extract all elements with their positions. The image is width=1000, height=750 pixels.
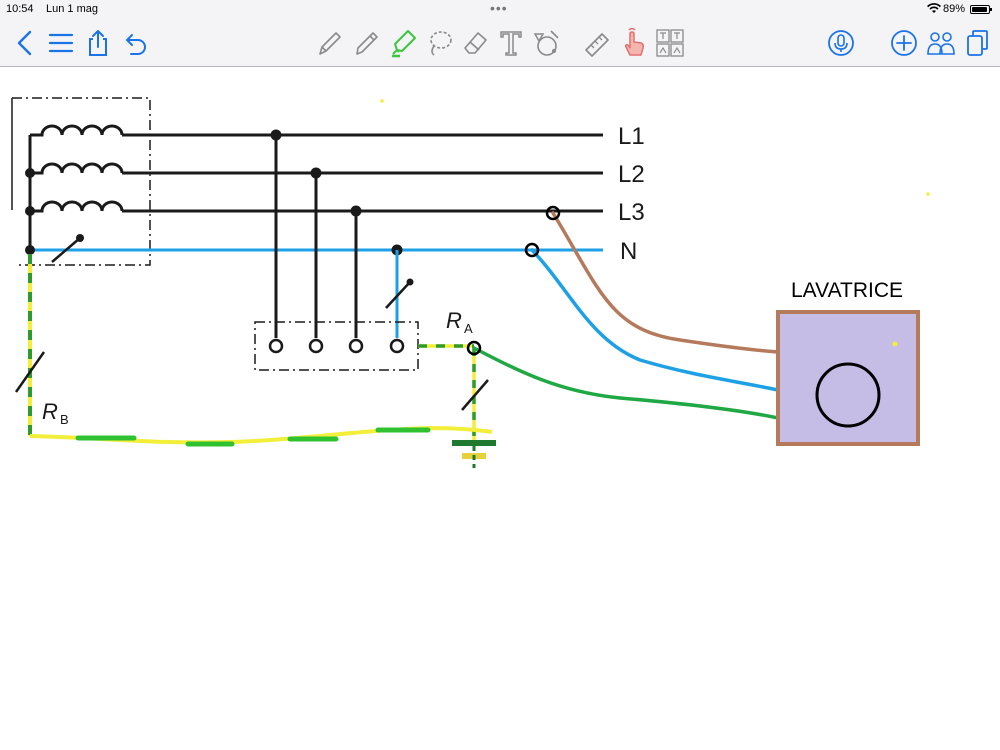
resistor-rb-subscript: B: [60, 412, 69, 427]
earth-tap-circle: [466, 340, 482, 356]
toolbar: [0, 20, 1000, 67]
status-bar: 10:54 Lun 1 mag ••• 89%: [0, 0, 1000, 20]
l3-tap-circle: [545, 205, 561, 221]
hand-drawn-earth-green: [75, 427, 431, 447]
appliance-label: LAVATRICE: [791, 279, 903, 302]
blue-wire: [530, 248, 780, 392]
washing-machine-box: [776, 310, 920, 446]
note-canvas[interactable]: L1 L2 L3 N R A R B LAVATRICE: [0, 67, 1000, 750]
n-tap-circle: [524, 242, 540, 258]
resistor-ra-letter: R: [446, 308, 462, 333]
wifi-icon: [927, 3, 941, 17]
green-wire: [472, 346, 780, 420]
hand-icon[interactable]: [617, 26, 651, 60]
pencil-icon[interactable]: [349, 26, 383, 60]
share-icon[interactable]: [81, 26, 115, 60]
status-time: 10:54: [6, 3, 34, 15]
back-icon[interactable]: [8, 26, 42, 60]
shapes-icon[interactable]: [529, 26, 563, 60]
star-switch-dot: [76, 234, 84, 242]
neutral-switch-dot: [406, 278, 414, 286]
label-l1: L1: [618, 123, 645, 150]
washing-machine-drum: [815, 362, 881, 428]
pen-icon[interactable]: [312, 26, 346, 60]
wiring-diagram: L1 L2 L3 N R A R B LAVATRICE: [11, 97, 930, 468]
list-icon[interactable]: [44, 26, 78, 60]
battery-percent: 89%: [943, 3, 966, 15]
collaborate-icon[interactable]: [924, 26, 958, 60]
microphone-icon[interactable]: [824, 26, 858, 60]
stray-mark: [926, 192, 930, 196]
battery-icon: [970, 5, 992, 14]
resistor-ra-subscript: A: [464, 321, 473, 336]
label-n: N: [620, 238, 637, 265]
pages-icon[interactable]: [960, 26, 994, 60]
image-icon[interactable]: [653, 26, 687, 60]
label-l2: L2: [618, 161, 645, 188]
ruler-icon[interactable]: [580, 26, 614, 60]
resistor-ra-slash: [461, 379, 489, 411]
status-date: Lun 1 mag: [46, 3, 98, 15]
label-l3: L3: [618, 199, 645, 226]
lasso-icon[interactable]: [422, 26, 456, 60]
highlighter-icon[interactable]: [386, 26, 420, 60]
undo-icon[interactable]: [118, 26, 152, 60]
resistor-rb-slash: [14, 351, 46, 393]
transformer-box: [12, 97, 151, 266]
consumer-terminals: [268, 338, 405, 354]
stray-mark: [380, 99, 384, 103]
resistor-rb-letter: R: [42, 399, 58, 424]
text-icon[interactable]: [494, 26, 528, 60]
star-switch: [51, 237, 81, 263]
phase-drops: [274, 135, 358, 338]
add-icon[interactable]: [887, 26, 921, 60]
transformer-windings: [30, 124, 124, 213]
brown-wire: [551, 211, 780, 354]
multitasking-dots-icon[interactable]: •••: [490, 0, 508, 16]
neutral-switch: [385, 281, 411, 309]
eraser-icon[interactable]: [458, 26, 492, 60]
appliance-light: [892, 341, 898, 347]
